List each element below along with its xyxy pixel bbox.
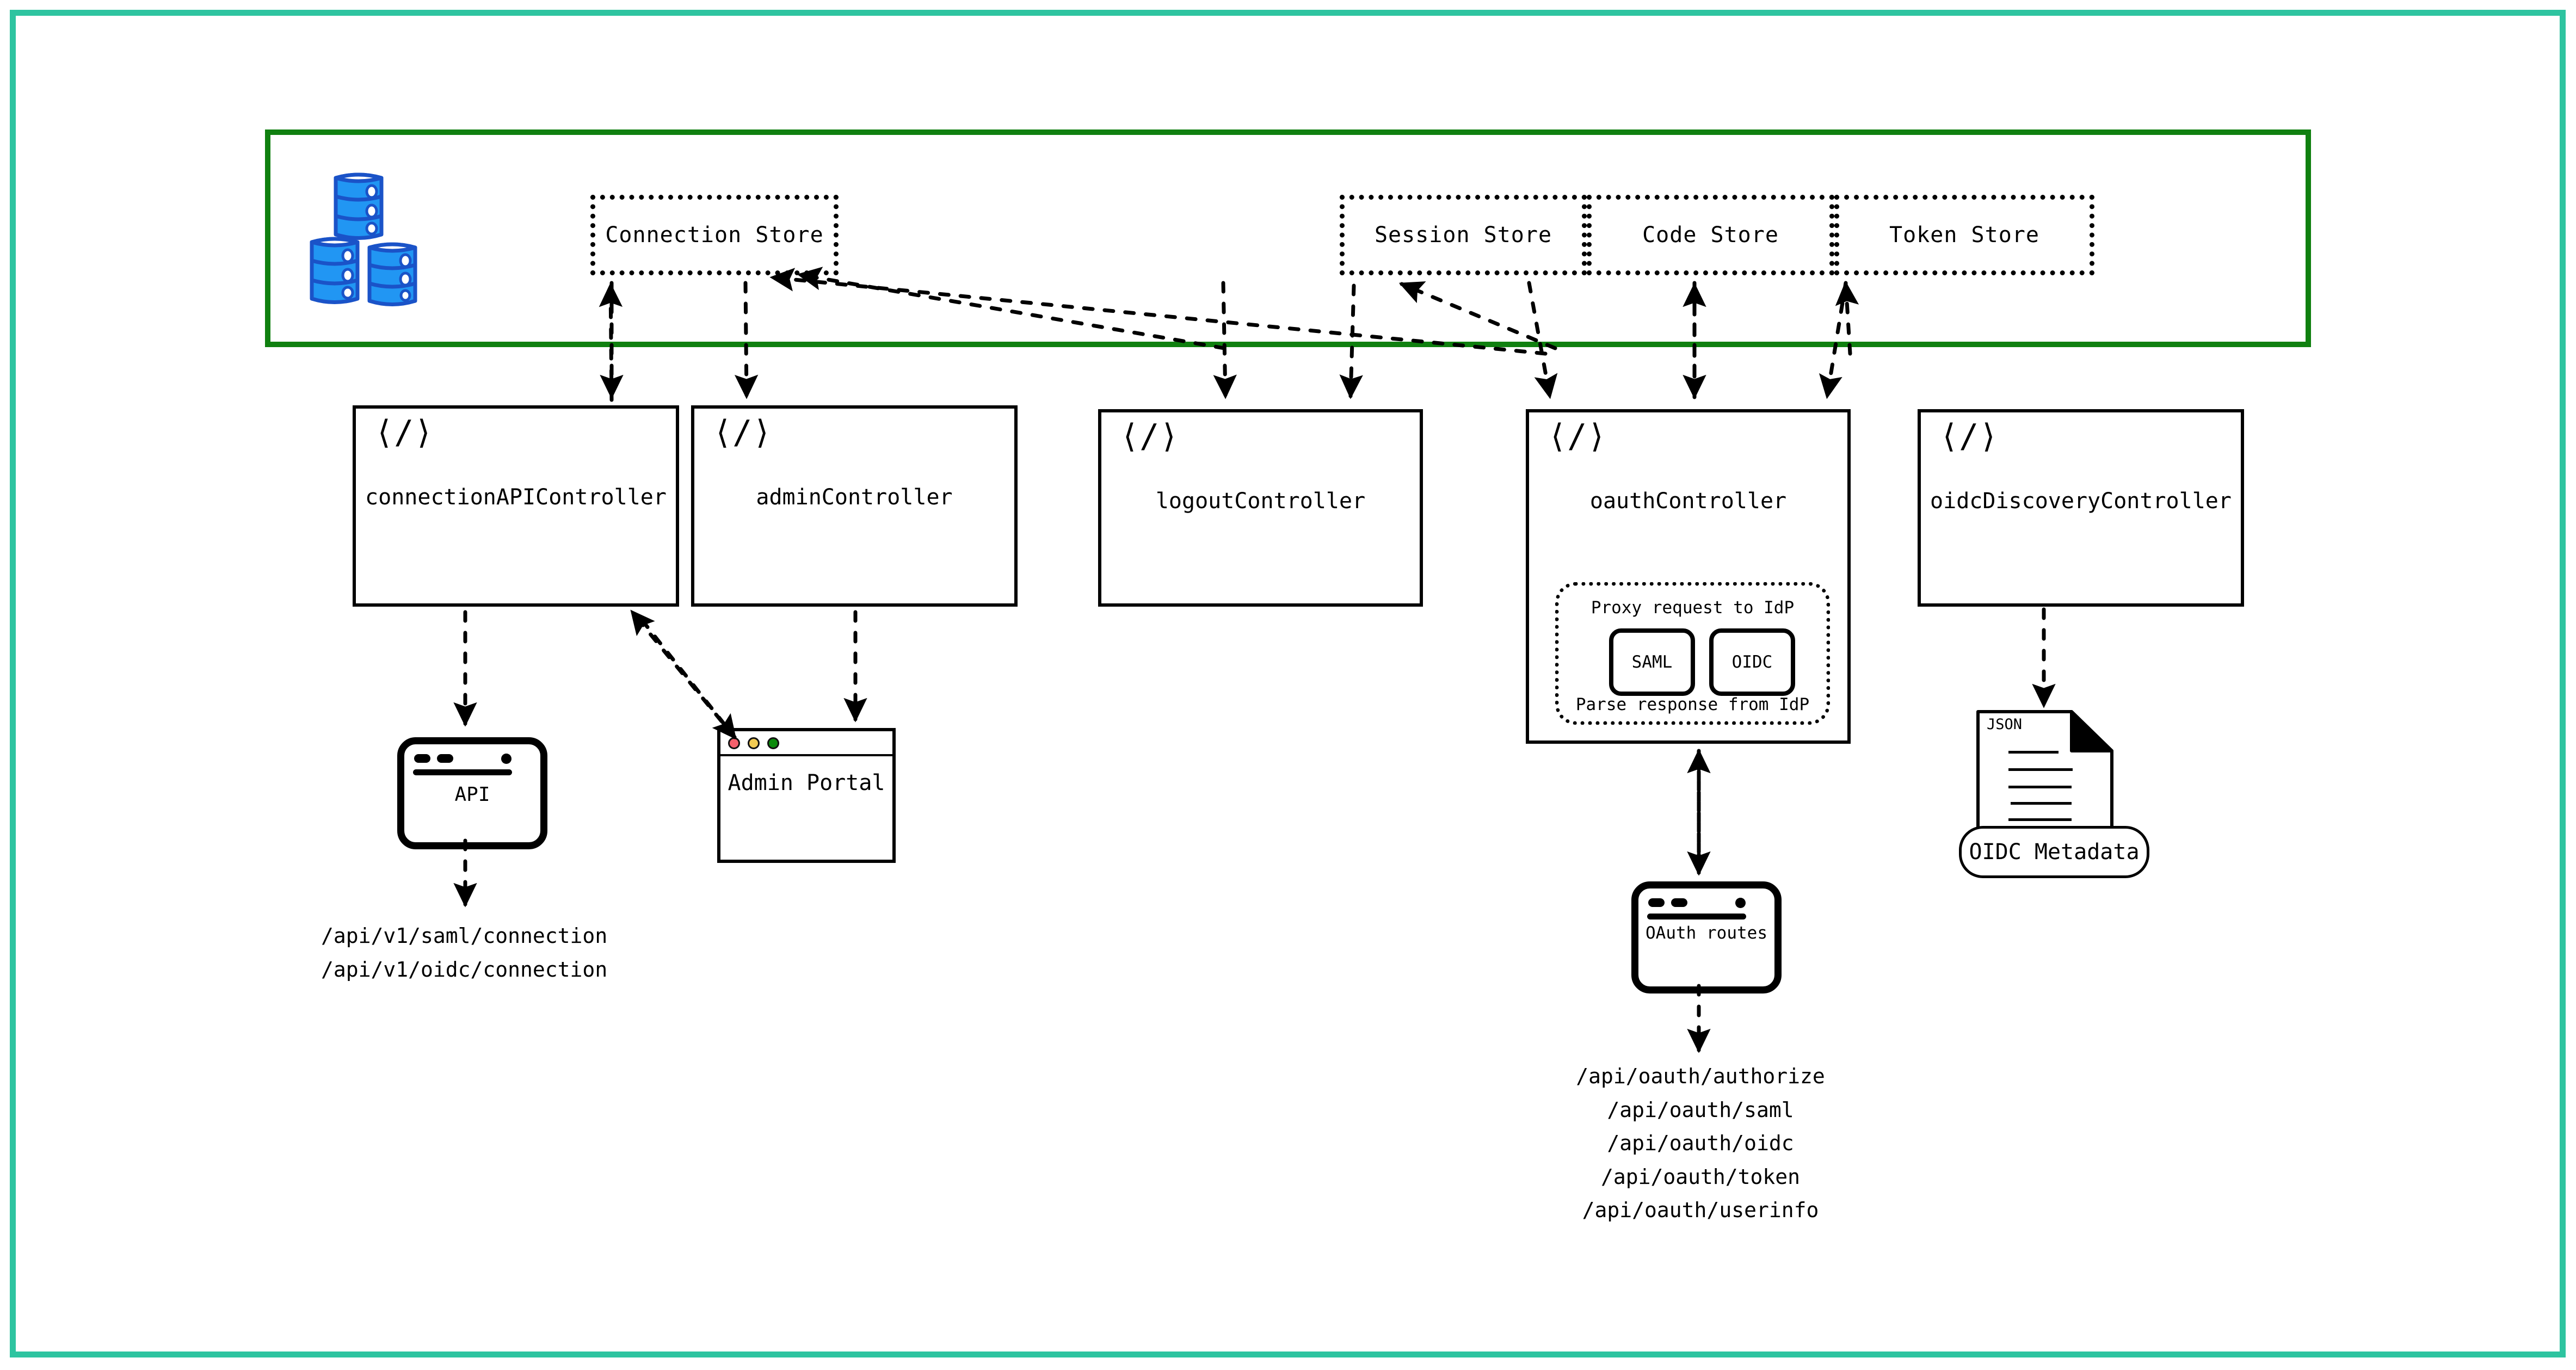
- database-stack-icon: [310, 172, 417, 306]
- maximize-dot[interactable]: [767, 737, 779, 749]
- api-app-label: API: [454, 783, 490, 806]
- doc-text-line: [2008, 786, 2072, 788]
- window-dot-2: [437, 754, 453, 763]
- store-connection-store[interactable]: Connection Store: [590, 195, 839, 275]
- proxy-idp-region: Proxy request to IdP SAML OIDC Parse res…: [1555, 582, 1830, 725]
- api-app-icon[interactable]: API: [397, 737, 547, 849]
- idp-chip-oidc[interactable]: OIDC: [1709, 628, 1795, 696]
- window-dot-3: [501, 754, 511, 764]
- oidc-metadata-label-pill[interactable]: OIDC Metadata: [1959, 826, 2149, 878]
- admin-portal-label: Admin Portal: [728, 770, 885, 795]
- controller-logoutcontroller[interactable]: ⟨/⟩ logoutController: [1098, 409, 1423, 607]
- minimize-dot[interactable]: [748, 737, 760, 749]
- store-session-store[interactable]: Session Store: [1340, 195, 1587, 275]
- doc-text-line: [2011, 802, 2072, 805]
- doc-type-label: JSON: [1987, 716, 2023, 733]
- window-titlebar: [720, 731, 892, 756]
- window-dot-1: [414, 754, 430, 763]
- oauth-endpoint-list: /api/oauth/authorize /api/oauth/saml /ap…: [1469, 1060, 1932, 1227]
- controller-label: connectionAPIController: [365, 485, 667, 510]
- close-dot[interactable]: [728, 737, 740, 749]
- window-dot-1: [1648, 898, 1665, 907]
- code-brackets-icon: ⟨/⟩: [1939, 417, 1999, 455]
- api-endpoint: /api/v1/oidc/connection: [321, 957, 608, 982]
- oauth-endpoint: /api/oauth/oidc: [1607, 1131, 1794, 1156]
- controller-oauthcontroller[interactable]: ⟨/⟩ oauthController Proxy request to IdP…: [1526, 409, 1851, 744]
- idp-chip-label: SAML: [1631, 652, 1673, 672]
- diagram-outer-frame: [10, 10, 2566, 1357]
- controller-connectionapicontroller[interactable]: ⟨/⟩ connectionAPIController: [353, 405, 679, 607]
- idp-chip-saml[interactable]: SAML: [1609, 628, 1695, 696]
- oauth-routes-app-icon[interactable]: OAuth routes: [1631, 881, 1782, 993]
- api-endpoint: /api/v1/saml/connection: [321, 924, 608, 948]
- controller-oidcdiscoverycontroller[interactable]: ⟨/⟩ oidcDiscoveryController: [1918, 409, 2244, 607]
- store-label: Connection Store: [605, 223, 824, 248]
- store-code-store[interactable]: Code Store: [1587, 195, 1834, 275]
- doc-text-line: [2008, 768, 2073, 771]
- api-endpoint-list: /api/v1/saml/connection /api/v1/oidc/con…: [321, 919, 607, 986]
- oauth-endpoint: /api/oauth/saml: [1607, 1097, 1794, 1122]
- window-dot-3: [1735, 898, 1746, 908]
- parse-response-label: Parse response from IdP: [1575, 695, 1810, 714]
- idp-chip-label: OIDC: [1731, 652, 1773, 672]
- oidc-metadata-label: OIDC Metadata: [1969, 840, 2140, 865]
- window-divider: [413, 769, 512, 775]
- oauth-endpoint: /api/oauth/authorize: [1576, 1064, 1825, 1088]
- code-brackets-icon: ⟨/⟩: [1548, 417, 1607, 455]
- window-divider: [1647, 914, 1746, 919]
- controller-admincontroller[interactable]: ⟨/⟩ adminController: [691, 405, 1018, 607]
- oauth-endpoint: /api/oauth/userinfo: [1582, 1198, 1819, 1223]
- admin-portal-window[interactable]: Admin Portal: [717, 728, 896, 863]
- proxy-request-label: Proxy request to IdP: [1591, 598, 1795, 618]
- store-label: Code Store: [1642, 223, 1779, 248]
- oauth-routes-label: OAuth routes: [1646, 923, 1767, 943]
- controller-label: logoutController: [1155, 489, 1366, 514]
- store-token-store[interactable]: Token Store: [1834, 195, 2094, 275]
- code-brackets-icon: ⟨/⟩: [713, 414, 772, 452]
- oauth-endpoint: /api/oauth/token: [1600, 1164, 1801, 1189]
- doc-text-line: [2008, 818, 2072, 821]
- window-dot-2: [1671, 898, 1687, 907]
- store-label: Session Store: [1374, 223, 1552, 248]
- store-label: Token Store: [1889, 223, 2039, 248]
- doc-text-line: [2008, 751, 2059, 754]
- controller-label: adminController: [756, 485, 953, 510]
- code-brackets-icon: ⟨/⟩: [374, 414, 434, 452]
- controller-label: oauthController: [1589, 489, 1787, 514]
- controller-label: oidcDiscoveryController: [1930, 489, 2232, 514]
- code-brackets-icon: ⟨/⟩: [1120, 417, 1179, 455]
